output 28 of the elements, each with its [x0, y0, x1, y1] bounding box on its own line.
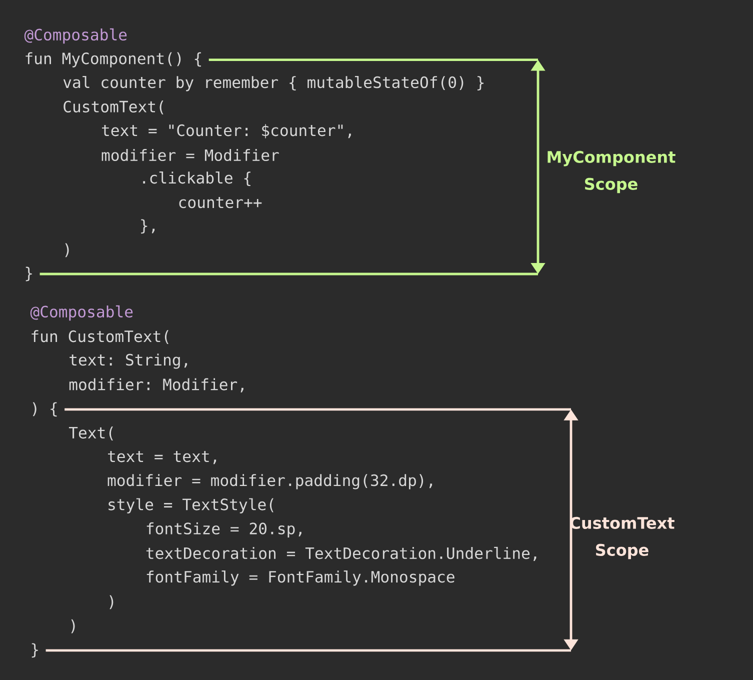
code-line: @Composable	[30, 305, 133, 321]
code-line: )	[71, 619, 75, 634]
scope-label: CustomText Scope	[570, 516, 674, 560]
code-line: @Composable	[24, 28, 127, 44]
code-line: },	[141, 219, 155, 234]
code-line: modifier: Modifier,	[69, 378, 244, 392]
code-line: counter++	[179, 197, 262, 208]
code-line: }	[32, 643, 38, 658]
code-line: text = "Counter: $counter",	[102, 124, 351, 138]
code-line: ) {	[32, 402, 57, 417]
code-line: Text(	[68, 426, 113, 440]
code-line: CustomText(	[64, 100, 164, 114]
code-line: fontSize = 20.sp,	[146, 522, 302, 538]
code-line: modifier = Modifier	[102, 148, 279, 162]
code-line: style = TextStyle(	[108, 498, 274, 514]
code-line: fun MyComponent() {	[26, 52, 201, 68]
code-line: fontFamily = FontFamily.Monospace	[146, 570, 454, 586]
code-line: text = text,	[108, 451, 216, 464]
code-line: modifier = modifier.padding(32.dp),	[108, 474, 432, 490]
code-line: textDecoration = TextDecoration.Underline,	[146, 546, 536, 562]
code-line: text: String,	[70, 354, 188, 369]
code-line: fun CustomText(	[32, 330, 168, 344]
code-line: .clickable {	[143, 172, 250, 186]
scope-label: MyComponent Scope	[548, 150, 676, 194]
code-line: val counter by remember { mutableStateOf(0) }	[63, 76, 484, 92]
code-line: )	[65, 243, 69, 258]
code-line: }	[26, 266, 32, 282]
code-line: )	[110, 595, 114, 610]
